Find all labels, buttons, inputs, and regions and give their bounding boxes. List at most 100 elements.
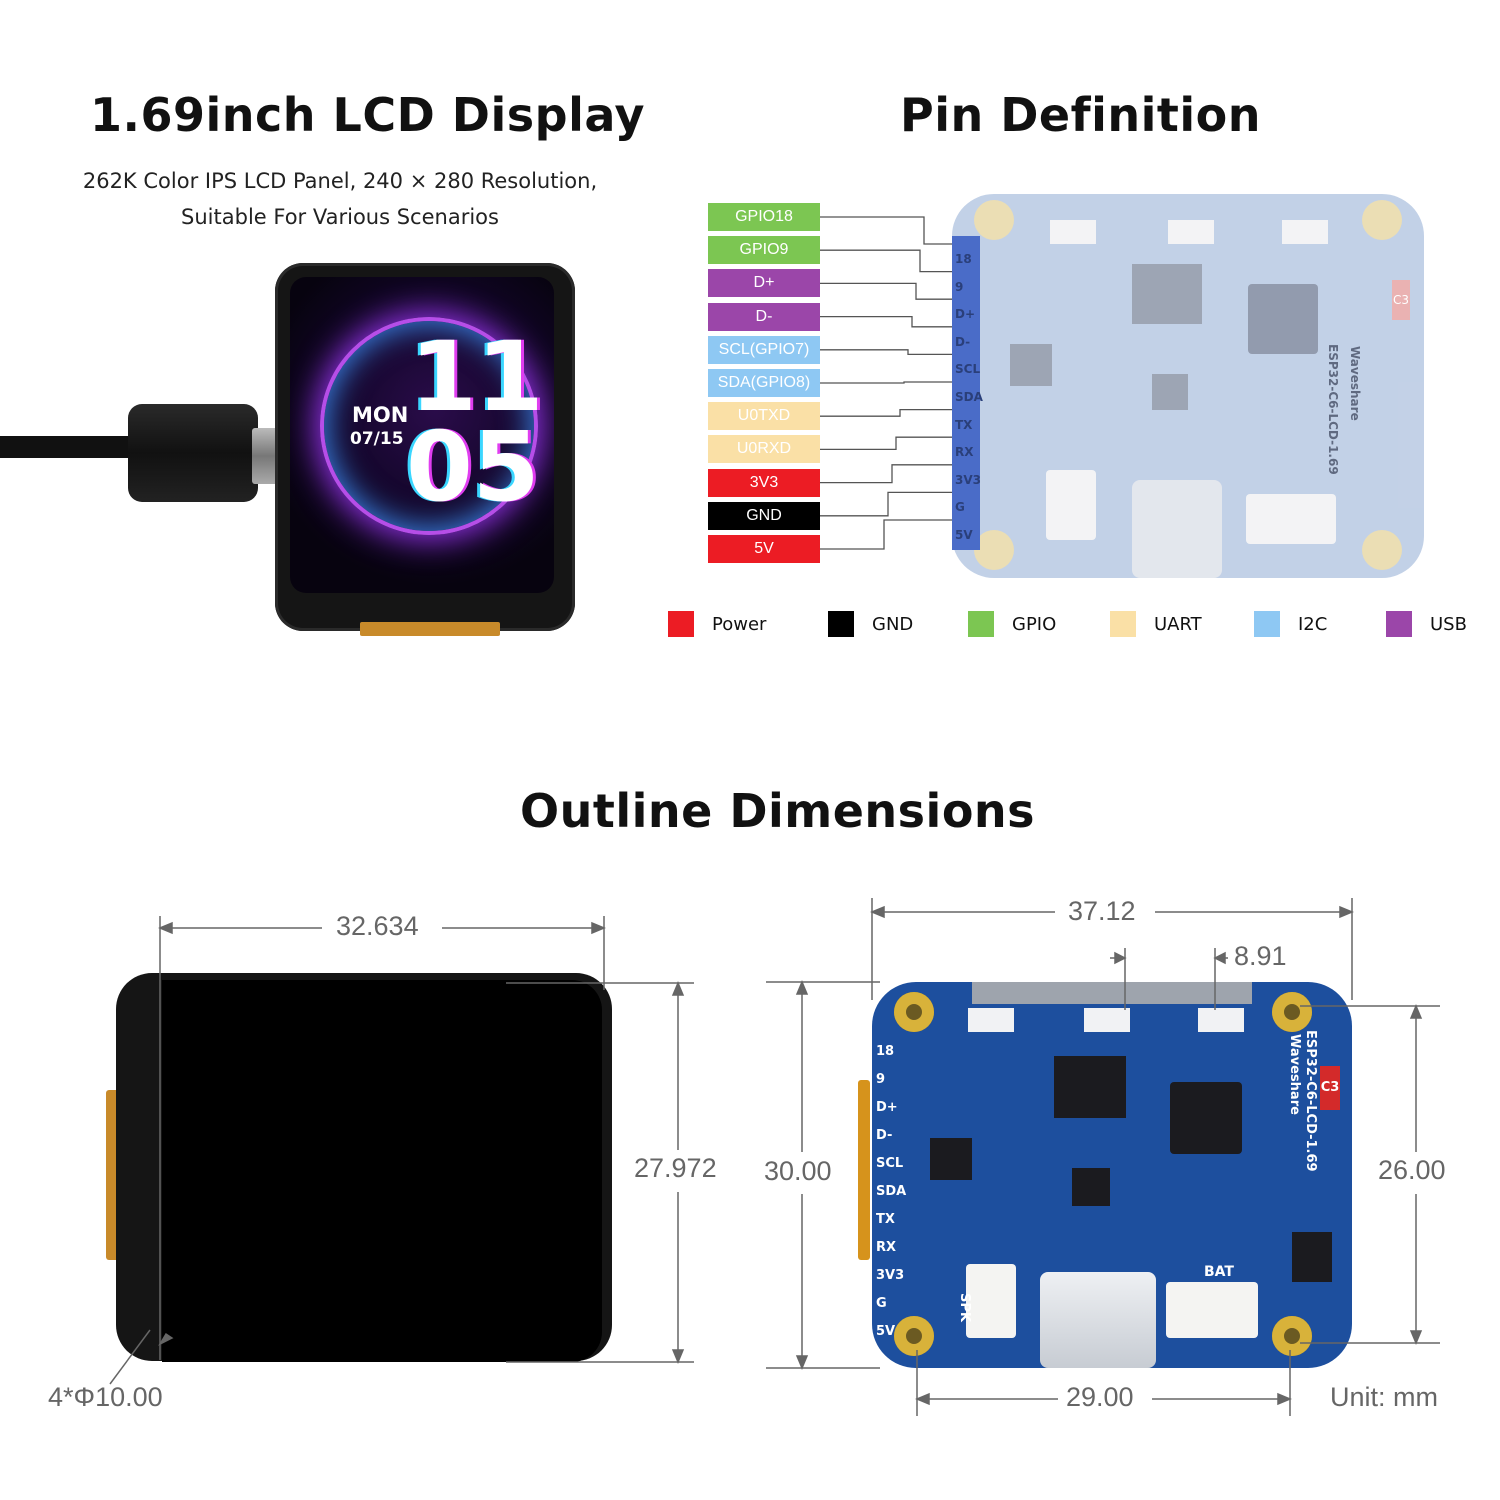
pin-label-d-: D- [708, 302, 820, 331]
screen-hour: 11 [410, 321, 544, 433]
pin-board-button-boot [1168, 220, 1214, 244]
pin-board-spk-connector [1046, 470, 1096, 540]
outline-lcd-screen [162, 980, 602, 1362]
outline-board-pin-label: RX [876, 1240, 897, 1255]
lcd-section-title: 1.69inch LCD Display [90, 88, 645, 142]
screen-date: 07/15 [350, 429, 404, 449]
pin-connector-line [820, 519, 960, 550]
board-hole-vertical-dimension: 26.00 [1378, 1155, 1446, 1185]
legend-label: Power [712, 613, 767, 635]
lcd-fpc [360, 622, 500, 636]
outline-board-mount-hole [1272, 1316, 1312, 1356]
pin-connector-line [820, 491, 960, 517]
pin-board-bat-connector [1246, 494, 1336, 544]
legend-swatch [1110, 611, 1136, 637]
pin-section-title: Pin Definition [900, 88, 1262, 142]
outline-board-top-shield [972, 982, 1252, 1004]
pin-connector-line [820, 381, 960, 384]
screen-minute: 05 [406, 411, 540, 523]
outline-board-spk-connector [966, 1264, 1016, 1338]
legend-item-i2c: I2C [1254, 610, 1327, 638]
outline-board-pin-label: 18 [876, 1044, 895, 1059]
outline-board-ic [1072, 1168, 1110, 1206]
outline-board-ic [1054, 1056, 1126, 1118]
legend-swatch [668, 611, 694, 637]
board-pin-label: D+ [955, 307, 976, 322]
outline-board-pin-label: SDA [876, 1184, 907, 1199]
outline-board-mount-hole [894, 1316, 934, 1356]
legend-item-gpio: GPIO [968, 610, 1056, 638]
pin-connector-line [820, 464, 960, 484]
outline-board-button-boot [1084, 1008, 1130, 1032]
lcd-screen: MON 07/15 11 05 [290, 277, 554, 593]
outline-board-pin-label: TX [876, 1212, 895, 1227]
outline-board-button-pwr [1198, 1008, 1244, 1032]
outline-board-mount-hole [1272, 992, 1312, 1032]
pin-board-ic [1010, 344, 1052, 386]
legend-swatch [1254, 611, 1280, 637]
outline-board-bat-label: BAT [1204, 1264, 1234, 1280]
board-hole-horizontal-dimension: 29.00 [1066, 1382, 1134, 1412]
pin-board-main-chip [1248, 284, 1318, 354]
pin-board-button-rst [1050, 220, 1096, 244]
pin-board-ic [1132, 264, 1202, 324]
legend-swatch [1386, 611, 1412, 637]
outline-board-pin-label: D- [876, 1128, 893, 1143]
pin-label-gpio9: GPIO9 [708, 236, 820, 265]
legend-label: I2C [1298, 613, 1328, 635]
usb-plug [128, 404, 258, 502]
board-pin-label: 18 [955, 252, 972, 266]
board-height-dimension: 30.00 [764, 1156, 832, 1186]
pin-connector-line [820, 249, 960, 273]
legend-item-usb: USB [1386, 610, 1467, 638]
screen-ring [320, 317, 538, 535]
pin-board-mount-hole [974, 530, 1014, 570]
usb-plug-metal [252, 428, 278, 484]
screen-day: MON [352, 403, 409, 427]
outline-board-bat-connector [1166, 1282, 1258, 1338]
board-pin-label: 9 [955, 279, 964, 294]
pin-board-mount-hole [1362, 200, 1402, 240]
pin-label-gnd: GND [708, 501, 820, 530]
outline-section-title: Outline Dimensions [520, 784, 1036, 838]
pin-label-gpio18: GPIO18 [708, 203, 820, 231]
legend-item-gnd: GND [828, 610, 913, 638]
pin-label-3v3: 3V3 [708, 468, 820, 497]
pin-board-button-pwr [1282, 220, 1328, 244]
outline-board-ic [930, 1138, 972, 1180]
pin-connector-line [820, 315, 960, 328]
pin-connector-line [820, 436, 960, 451]
pin-label-scl-gpio7-: SCL(GPIO7) [708, 335, 820, 364]
unit-label: Unit: mm [1330, 1382, 1438, 1412]
lcd-width-dimension: 32.634 [336, 911, 419, 941]
pin-label-u0rxd: U0RXD [708, 435, 820, 464]
pin-board: ESP32-C6-LCD-1.69 Waveshare C3 [952, 194, 1424, 578]
outline-board-pin-label: G [876, 1296, 887, 1311]
legend-swatch [968, 611, 994, 637]
outline-board-pin-label: 3V3 [876, 1268, 905, 1283]
pin-label-u0txd: U0TXD [708, 402, 820, 431]
outline-board-mount-hole [894, 992, 934, 1032]
outline-board-pin-label: 9 [876, 1072, 886, 1087]
legend-label: USB [1430, 613, 1467, 635]
outline-board-main-chip [1170, 1082, 1242, 1154]
board-connector-dimension: 8.91 [1234, 941, 1287, 971]
board-pin-label: 5V [955, 528, 973, 542]
outline-board-ic [1292, 1232, 1332, 1282]
legend-label: GPIO [1012, 613, 1057, 635]
legend-item-power: Power [668, 610, 766, 638]
board-pin-label: D- [955, 334, 971, 349]
pin-connector-line [820, 216, 960, 245]
pin-header-strip [952, 236, 980, 550]
legend-label: UART [1154, 613, 1202, 635]
legend-item-uart: UART [1110, 610, 1202, 638]
pin-board-mount-hole [1362, 530, 1402, 570]
pin-board-mount-hole [974, 200, 1014, 240]
pin-connector-line [820, 282, 960, 300]
lcd-height-dimension: 27.972 [634, 1153, 717, 1183]
legend-label: GND [872, 613, 914, 635]
outline-board-pin-label: 5V [876, 1324, 896, 1339]
board-pin-label: RX [955, 445, 974, 460]
board-pin-label: G [955, 500, 965, 515]
